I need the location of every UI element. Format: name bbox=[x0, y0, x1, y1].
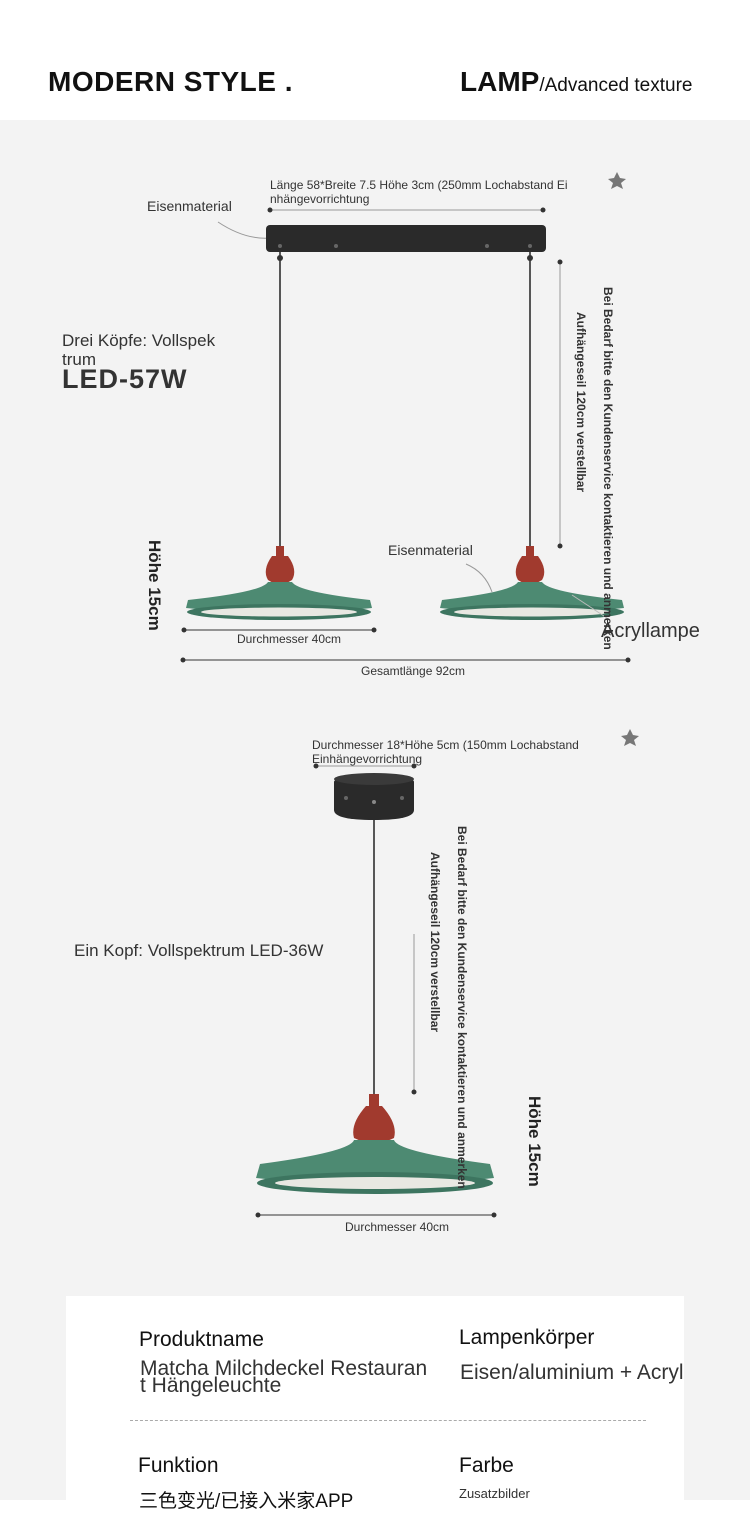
function-label: Funktion bbox=[138, 1454, 219, 1477]
three-head-total-length: Gesamtlänge 92cm bbox=[361, 664, 466, 678]
single-head-diameter: Durchmesser 40cm bbox=[345, 1220, 450, 1234]
spec-divider bbox=[130, 1420, 646, 1421]
lamp-diagram-drawing bbox=[180, 172, 639, 1218]
iron-material-label-shade: Eisenmaterial bbox=[388, 542, 473, 558]
three-head-lamp bbox=[180, 207, 631, 663]
canopy-bar bbox=[266, 225, 546, 252]
three-head-height: Höhe 15cm bbox=[145, 540, 164, 631]
three-head-service-note: Bei Bedarf bitte den Kundenservice konta… bbox=[601, 287, 615, 650]
color-value: Zusatzbilder bbox=[459, 1486, 530, 1501]
header: MODERN STYLE . LAMP/Advanced texture bbox=[0, 0, 750, 120]
canopy-round bbox=[334, 776, 414, 820]
sparkle-icon-2 bbox=[621, 729, 639, 746]
three-head-spec-line2: trum bbox=[62, 350, 96, 369]
three-head-spec-line1: Drei Köpfe: Vollspek bbox=[62, 331, 216, 350]
lamp-head-single bbox=[256, 1094, 494, 1194]
single-head-top-dims-line2: Einhängevorrichtung bbox=[312, 752, 423, 766]
single-head-cable-note: Aufhängeseil 120cm verstellbar bbox=[428, 852, 442, 1033]
single-head-lamp bbox=[255, 763, 497, 1218]
iron-material-label-top: Eisenmaterial bbox=[147, 198, 232, 214]
header-lamp-word: LAMP bbox=[460, 66, 540, 97]
single-head-service-note: Bei Bedarf bitte den Kundenservice konta… bbox=[455, 826, 469, 1189]
three-head-led-power: LED-57W bbox=[62, 364, 188, 394]
lamp-head-left bbox=[186, 546, 372, 620]
lamp-head-right bbox=[440, 546, 624, 620]
single-head-height: Höhe 15cm bbox=[525, 1096, 544, 1187]
three-head-top-dims-line1: Länge 58*Breite 7.5 Höhe 3cm (250mm Loch… bbox=[270, 178, 568, 192]
lamp-body-value: Eisen/aluminium + Acryl bbox=[460, 1361, 684, 1384]
header-texture-word: /Advanced texture bbox=[539, 75, 693, 96]
sparkle-icon bbox=[608, 172, 626, 189]
three-head-diameter: Durchmesser 40cm bbox=[237, 632, 342, 646]
single-head-spec: Ein Kopf: Vollspektrum LED-36W bbox=[74, 941, 324, 960]
acrylic-lamp-label: Acryllampe bbox=[601, 620, 700, 642]
product-name-label: Produktname bbox=[139, 1328, 264, 1351]
single-head-top-dims-line1: Durchmesser 18*Höhe 5cm (150mm Lochabsta… bbox=[312, 738, 579, 752]
three-head-cable-note: Aufhängeseil 120cm verstellbar bbox=[574, 312, 588, 493]
header-title: MODERN STYLE . bbox=[48, 66, 294, 97]
spec-card: Produktname Matcha Milchdeckel Restauran… bbox=[66, 1296, 684, 1512]
color-label: Farbe bbox=[459, 1454, 514, 1477]
lamp-body-label: Lampenkörper bbox=[459, 1326, 595, 1349]
header-tagline: LAMP/Advanced texture bbox=[460, 66, 692, 98]
product-name-value-line2: t Hängeleuchte bbox=[140, 1374, 282, 1397]
product-name-value-line1: Matcha Milchdeckel Restauran bbox=[140, 1357, 428, 1380]
three-head-top-dims-line2: nhängevorrichtung bbox=[270, 192, 370, 206]
